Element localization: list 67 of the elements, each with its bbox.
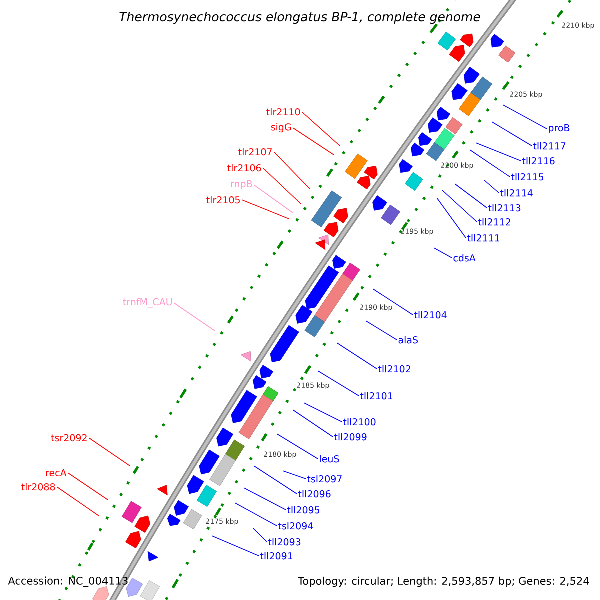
gene-label: tll2101 — [360, 392, 392, 400]
gene-label: tll2117 — [533, 142, 566, 150]
gene-label: tlr2105 — [206, 196, 240, 204]
gene-label: tlr2110 — [266, 108, 300, 116]
gene-label: tll2102 — [378, 365, 410, 373]
leader-line — [88, 438, 130, 466]
footer-text: Accession: NC_004113 — [8, 576, 128, 588]
leader-line — [282, 470, 306, 480]
gene-label: tlr2106 — [228, 164, 262, 172]
leader-line — [174, 302, 216, 332]
leader-line — [442, 190, 478, 222]
gene-label: tll2104 — [414, 311, 447, 319]
leader-line — [292, 128, 334, 156]
gene-label: leuS — [320, 455, 340, 463]
gene-label: tll2115 — [511, 173, 544, 181]
gene-label: tll2091 — [260, 552, 292, 560]
leader-line — [262, 168, 302, 204]
leader-line — [252, 528, 268, 542]
gene-label: trnfM_CAU — [123, 298, 172, 308]
gene-label: sigG — [271, 123, 292, 133]
leader-line — [434, 248, 452, 258]
leader-line — [276, 434, 318, 460]
footer-text: Topology: circular; Length: 2,593,857 bp; Genes: 2,524 — [298, 576, 590, 588]
leader-line — [336, 342, 378, 370]
leader-line — [304, 402, 342, 422]
gene-label: tsr2092 — [51, 434, 87, 442]
gene-label: tll2100 — [343, 418, 376, 426]
gene-label: tll2114 — [500, 189, 533, 197]
leader-line — [212, 536, 260, 556]
leader-line — [372, 288, 414, 316]
gene-label: tll2093 — [268, 538, 301, 546]
leader-line — [292, 410, 334, 438]
leader-line — [436, 198, 466, 238]
leader-line — [242, 200, 290, 220]
gene-label: tlr2088 — [22, 483, 56, 491]
gene-label: tll2116 — [522, 157, 555, 165]
leader-line — [254, 184, 294, 214]
title: Thermosynechococcus elongatus BP-1, complete genome — [120, 12, 480, 24]
gene-label: tll2095 — [287, 506, 320, 514]
gene-label: tll2111 — [467, 234, 500, 242]
gene-label: tll2096 — [298, 490, 331, 498]
leader-line — [56, 486, 100, 516]
leader-line — [492, 122, 532, 146]
gene-label: tll2112 — [478, 218, 510, 226]
leader-line — [274, 152, 310, 190]
leader-line — [318, 370, 360, 396]
leader-line — [254, 466, 298, 494]
gene-label: cdsA — [454, 254, 476, 262]
leader-line — [470, 150, 510, 178]
leader-line — [502, 104, 548, 130]
leader-line — [234, 502, 278, 526]
gene-label: rnpB — [231, 180, 252, 190]
leader-line — [366, 320, 398, 340]
leader-line — [454, 184, 488, 208]
leader-line — [244, 488, 286, 510]
gene-label: tll2113 — [488, 204, 521, 212]
gene-label: tlr2107 — [238, 148, 272, 156]
gene-label: alaS — [398, 336, 418, 344]
gene-label: tsl2097 — [307, 475, 342, 483]
leader-line — [302, 112, 340, 146]
gene-label: tll2099 — [334, 433, 367, 441]
leader-line — [476, 142, 522, 162]
gene-label: proB — [549, 124, 570, 134]
leader-line — [68, 472, 108, 500]
gene-label: tsl2094 — [278, 522, 314, 530]
gene-label: recA — [46, 469, 67, 477]
leader-line — [484, 180, 500, 194]
